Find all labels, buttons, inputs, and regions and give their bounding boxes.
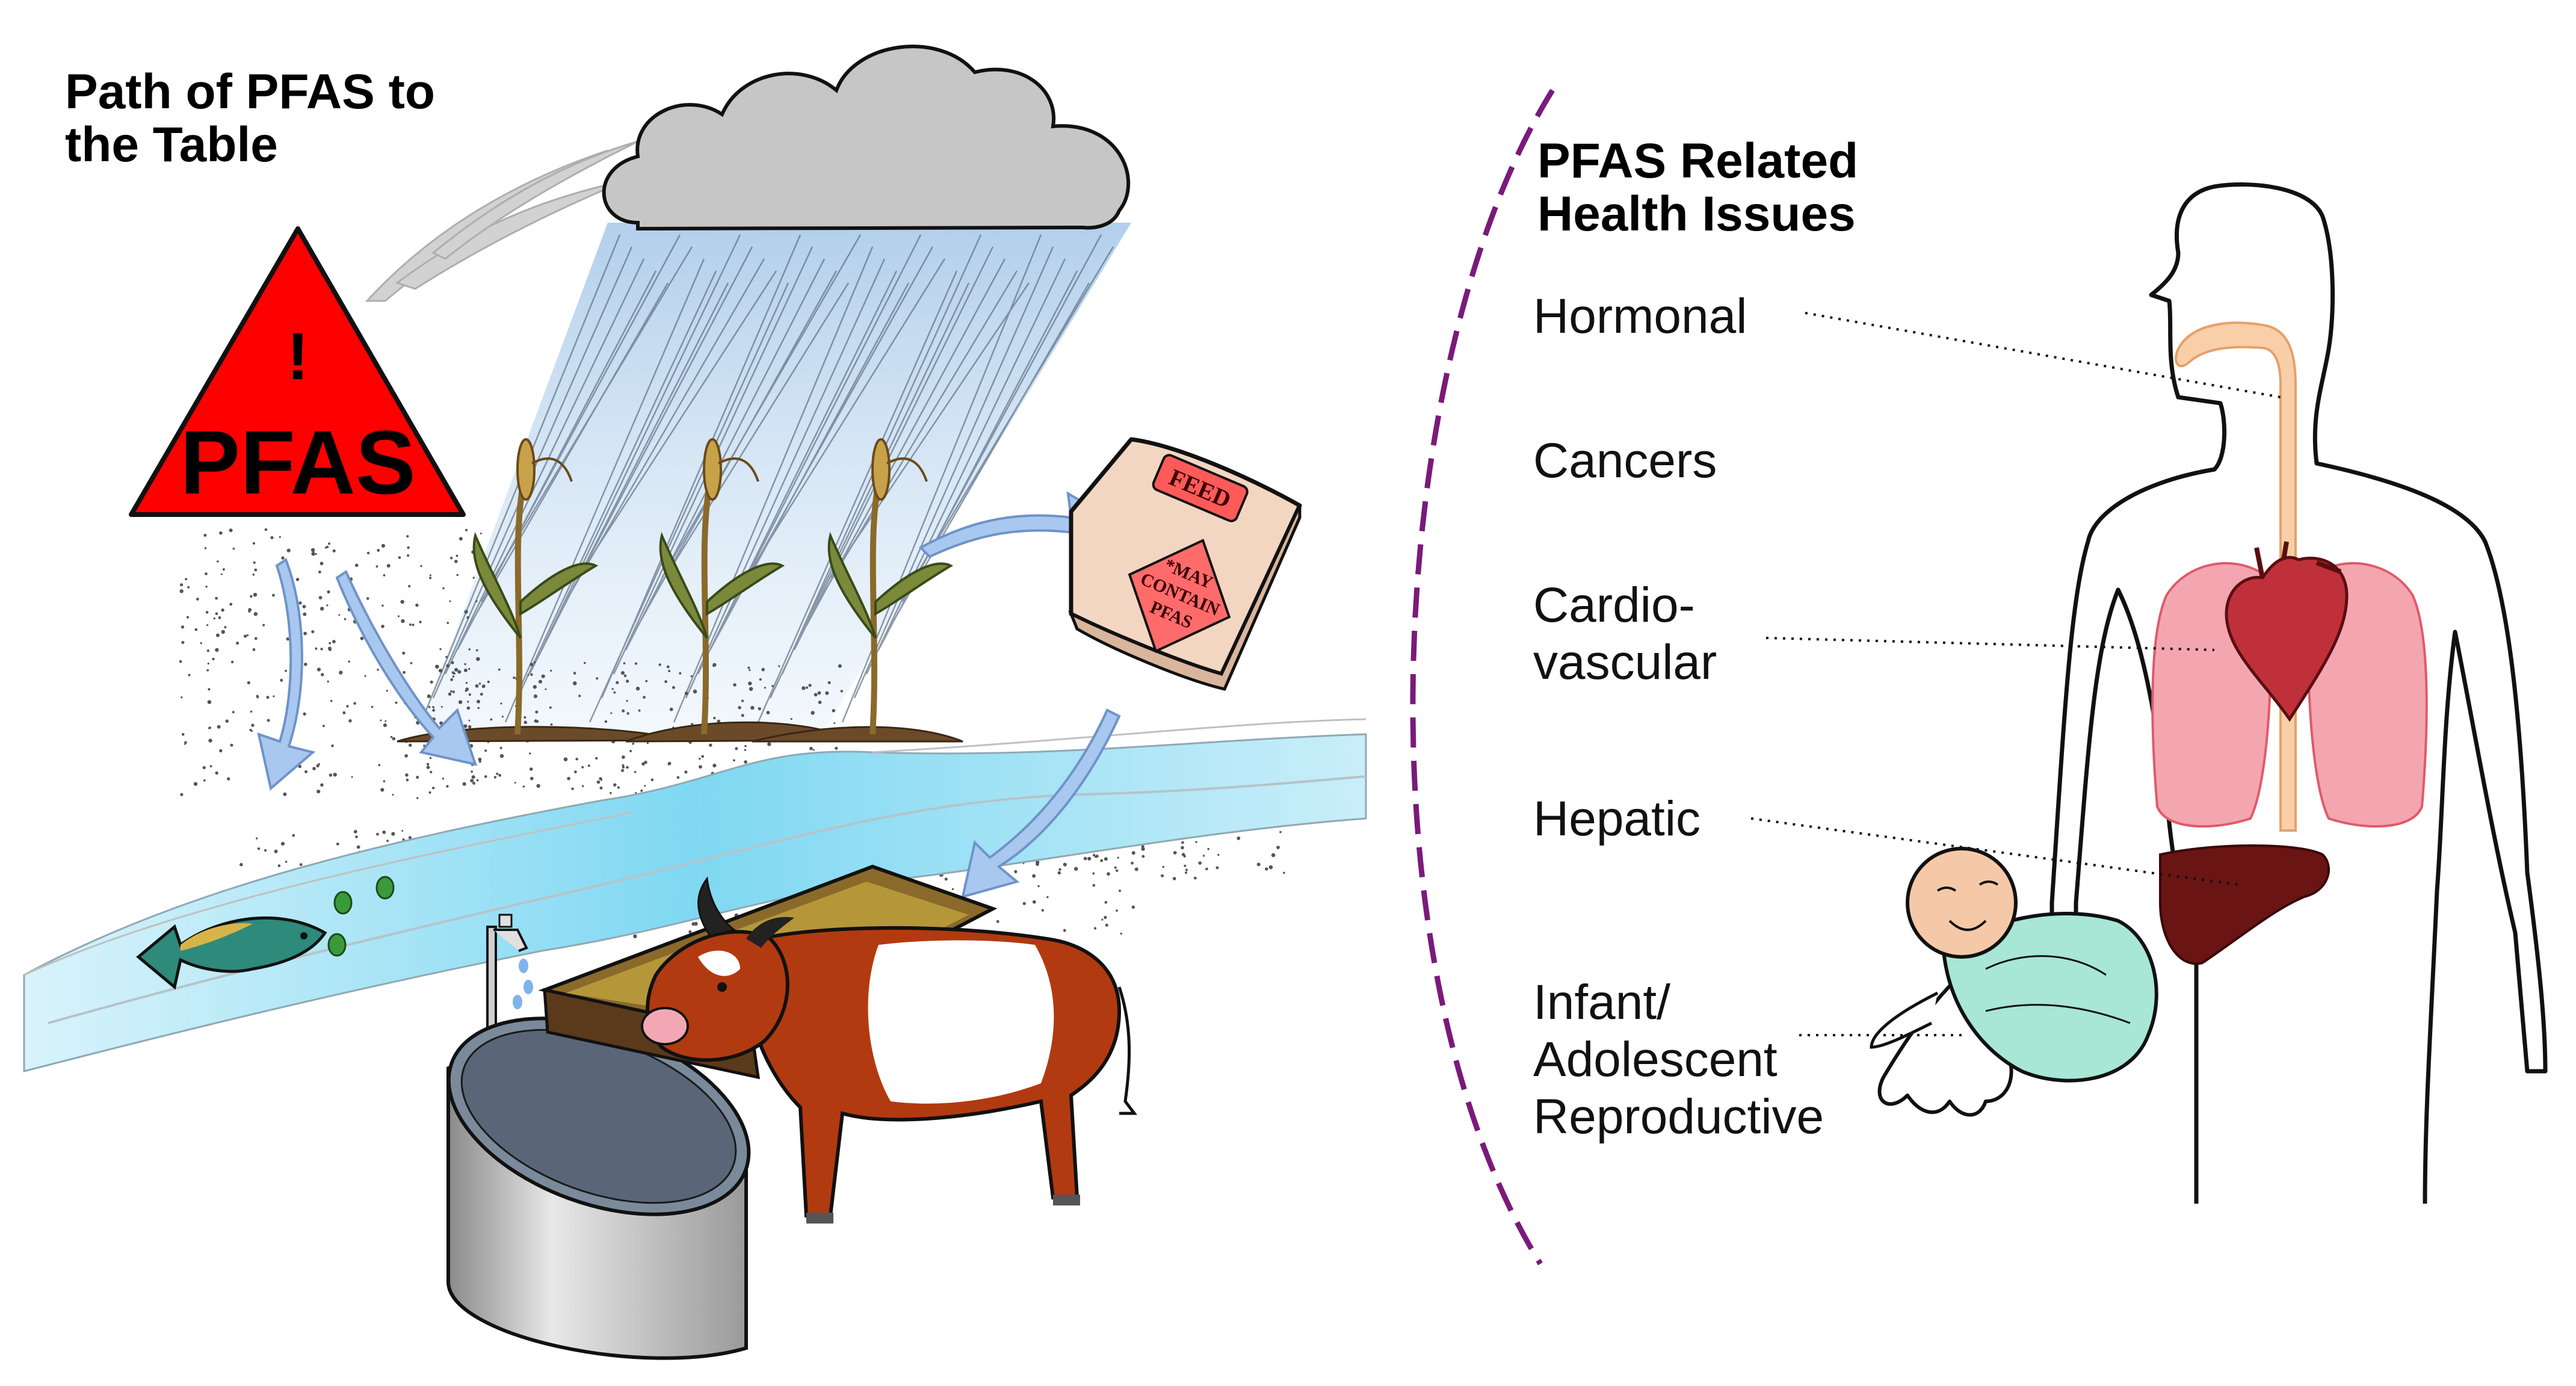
health-issue-label: vascular [1533,635,1717,690]
wheat-plant-icon-1 [472,438,599,735]
insect-icon [327,876,395,957]
health-issues-list: HormonalCancersCardio-vascularHepaticInf… [1533,289,1824,1144]
soil [397,721,963,743]
arrow-particles-to-river-2 [335,570,478,766]
heart-icon [2225,541,2349,722]
liver-icon [2159,844,2330,965]
left-title-line1: Path of PFAS to [65,64,435,119]
right-panel: PFAS Related Health Issues HormonalCance… [1533,134,2548,1204]
health-issue-label: Hepatic [1533,791,1700,846]
rain-cloud-icon [602,45,1131,231]
health-issue-label: Infant/ [1533,975,1670,1030]
panel-divider [1410,88,1555,1266]
right-title-line1: PFAS Related [1537,134,1858,188]
leader-lines [1750,312,2281,1036]
arrow-particles-to-river-1 [257,557,316,791]
pfas-warning-sign-icon: ! PFAS [129,226,466,517]
flow-arrows [257,491,1122,899]
infant-icon [1870,847,2158,1117]
rain-icon [415,223,1131,740]
left-title-line2: the Table [65,117,278,172]
water-tank-icon [446,1016,751,1360]
health-issue-label: Hormonal [1533,289,1747,344]
right-title-line2: Health Issues [1537,187,1856,241]
cow-icon [641,876,1137,1224]
fish-icon [136,916,327,990]
warning-label: PFAS [180,412,416,513]
wheat-plant-icon-3 [827,438,954,735]
health-issue-label: Cardio- [1533,578,1695,633]
leader-hepatic [1750,817,2239,886]
left-panel: Path of PFAS to the Table ! PFAS [23,45,1367,1360]
river [23,718,1367,1072]
warning-symbol: ! [287,320,309,394]
health-issue-label: Adolescent [1533,1032,1778,1087]
health-issue-label: Reproductive [1533,1089,1824,1144]
wheat-plant-icon-2 [659,438,785,735]
feed-bag-icon: FEED *MAY CONTAIN PFAS [1068,437,1302,691]
health-issue-label: Cancers [1533,433,1717,488]
airway-icon [2175,321,2297,832]
